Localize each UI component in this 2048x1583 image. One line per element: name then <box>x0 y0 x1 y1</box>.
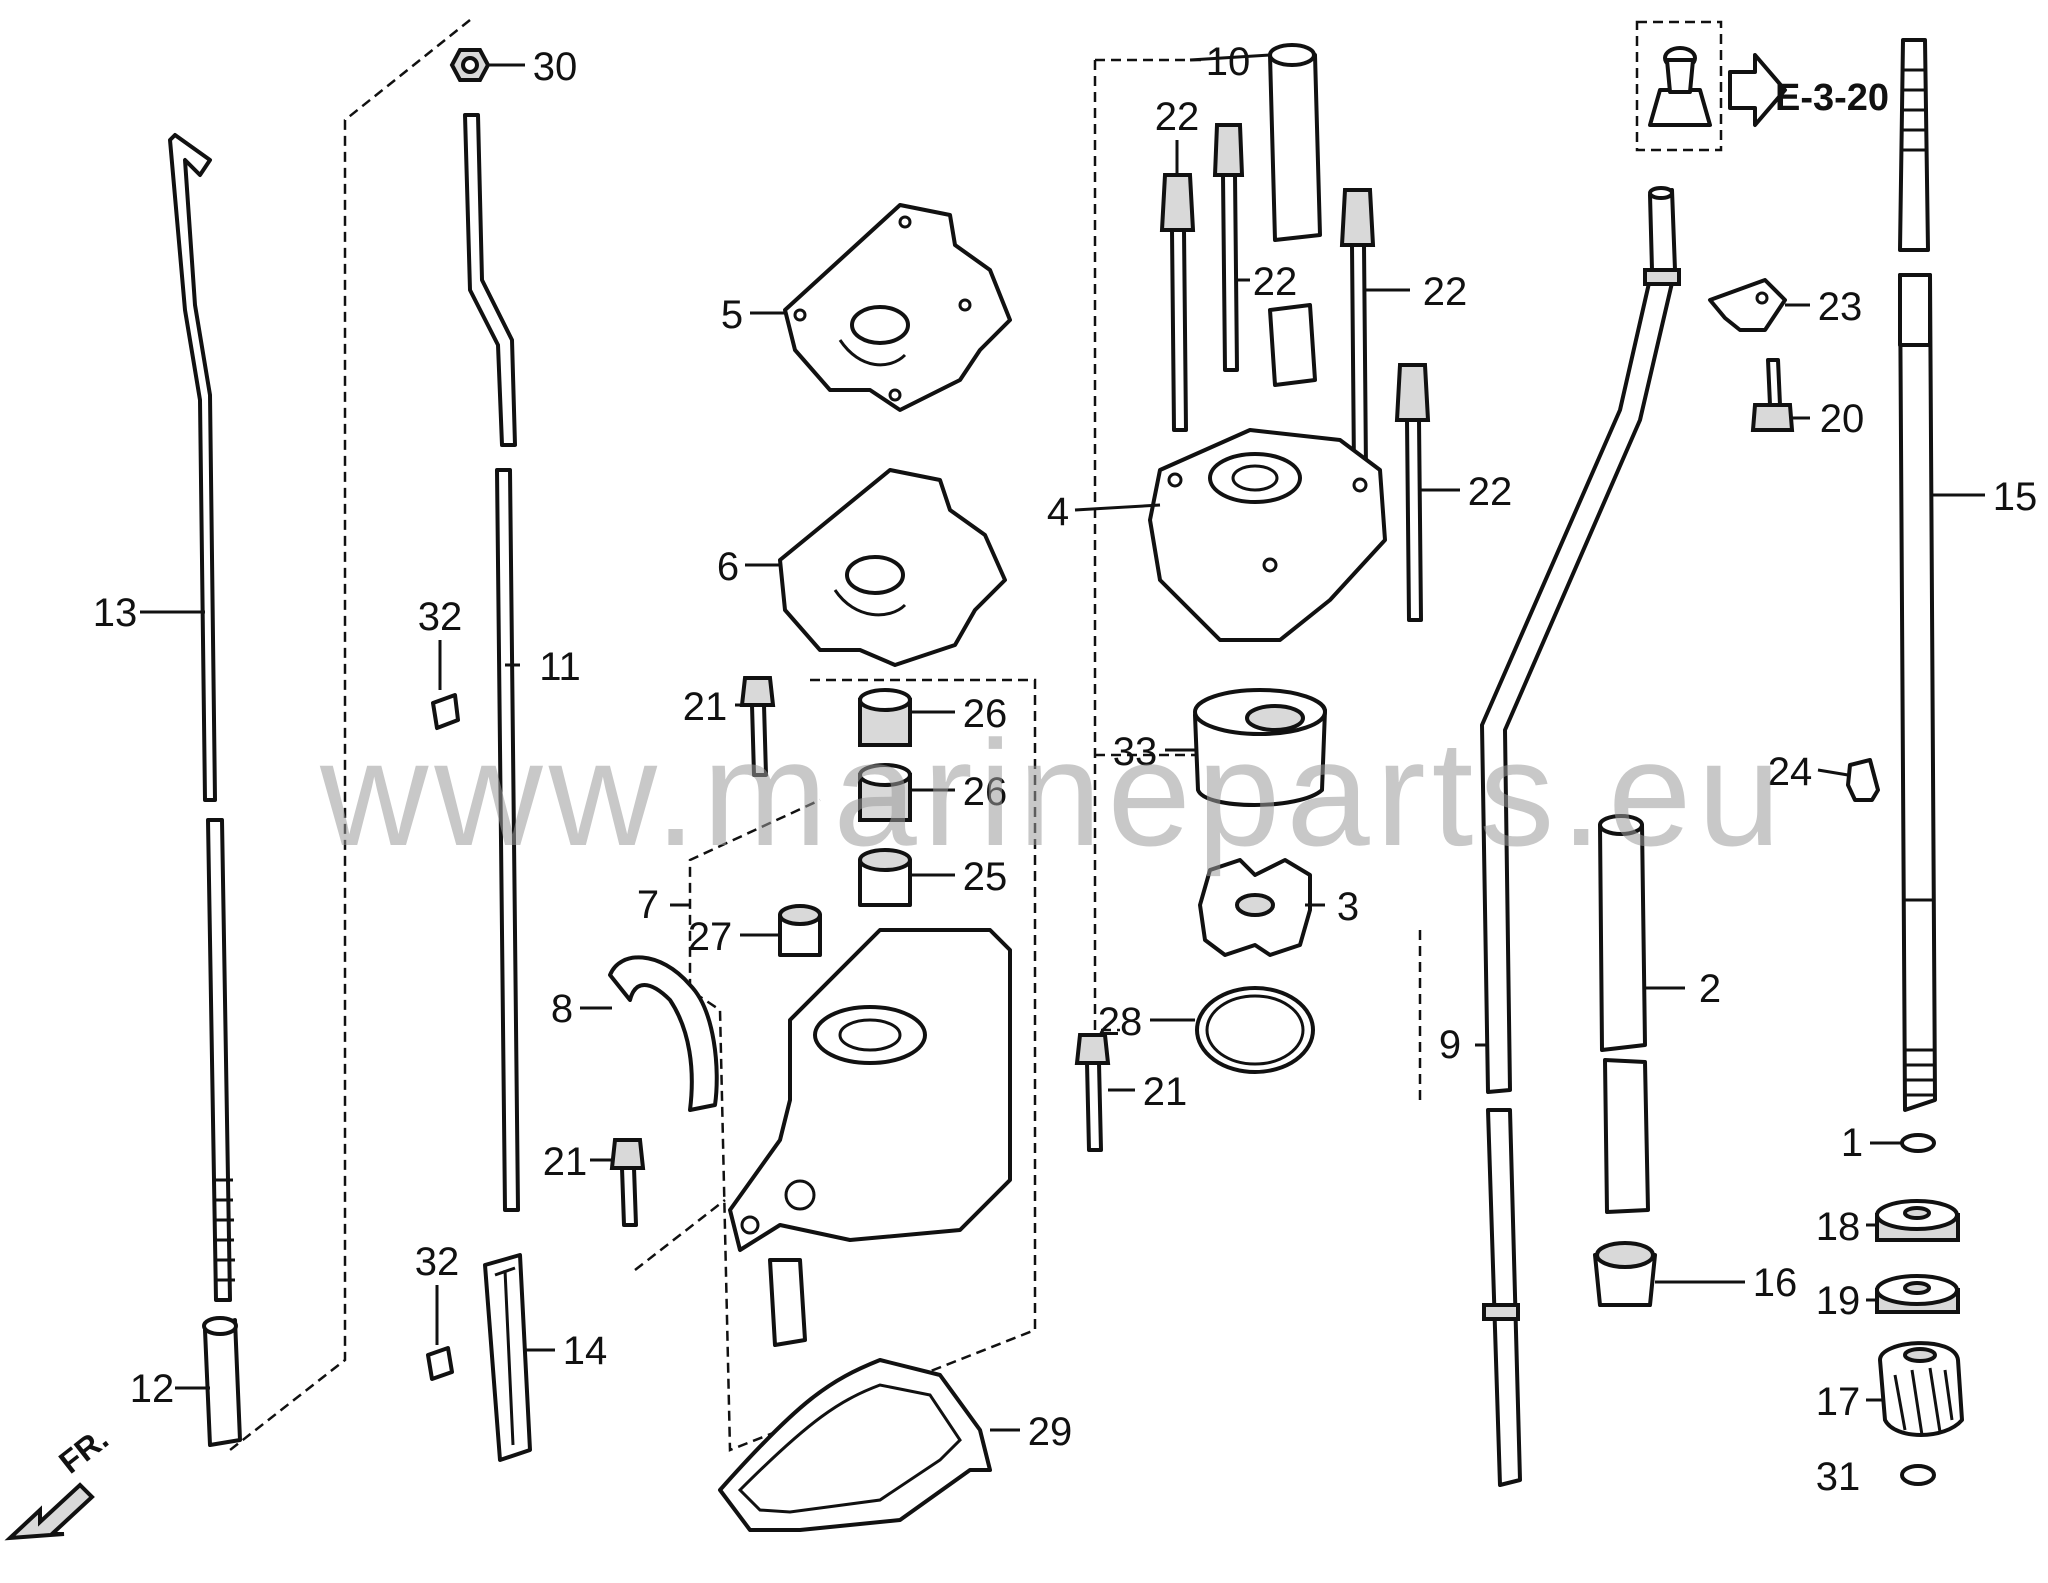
part-32-pin-lower <box>426 1346 454 1381</box>
part-10-tube <box>1268 43 1322 242</box>
callout-22c: 22 <box>1423 270 1468 314</box>
part-25-seal <box>858 848 912 907</box>
part-22-bolt-a <box>1159 173 1196 432</box>
callout-5: 5 <box>721 293 743 337</box>
part-8-bracket <box>608 955 719 1112</box>
callout-32b: 32 <box>415 1240 460 1284</box>
callout-18: 18 <box>1816 1205 1861 1249</box>
callout-10: 10 <box>1206 40 1251 84</box>
part-16-grommet <box>1593 1241 1657 1307</box>
part-33-impeller-housing <box>1193 688 1327 807</box>
callout-22a: 22 <box>1155 95 1200 139</box>
group-lines <box>229 19 1723 1452</box>
callout-9: 9 <box>1439 1023 1461 1067</box>
callout-30: 30 <box>533 45 578 89</box>
callout-8: 8 <box>551 987 573 1031</box>
callout-14: 14 <box>563 1329 608 1373</box>
callout-25: 25 <box>963 855 1008 899</box>
callout-7: 7 <box>637 883 659 927</box>
reference-label: E-3-20 <box>1775 77 1889 119</box>
callout-33: 33 <box>1113 730 1158 774</box>
callout-32a: 32 <box>418 595 463 639</box>
part-24-clip <box>1846 758 1880 802</box>
callout-1: 1 <box>1841 1121 1863 1165</box>
part-26-seal-a <box>858 688 912 747</box>
callout-23: 23 <box>1818 285 1863 329</box>
part-22-bolt-c <box>1339 188 1376 472</box>
part-26-seal-b <box>858 763 912 822</box>
ref-grommet <box>1648 46 1712 127</box>
part-6-liner-plate <box>778 468 1007 667</box>
callout-26b: 26 <box>963 770 1008 814</box>
part-23-plate <box>1708 278 1787 332</box>
watermark: www.marineparts.eu <box>319 709 1787 877</box>
part-22-bolt-d <box>1394 363 1431 622</box>
callout-labels: 1 2 3 4 5 6 7 8 9 10 11 12 13 14 15 16 1… <box>52 40 2037 1499</box>
callout-19: 19 <box>1816 1279 1861 1323</box>
part-21-bolt-top <box>739 676 776 777</box>
callout-6: 6 <box>717 545 739 589</box>
callout-31: 31 <box>1816 1455 1861 1499</box>
part-7-pump-body <box>728 928 1012 1347</box>
reference-arrow <box>1728 53 1787 127</box>
callout-2: 2 <box>1699 967 1721 1011</box>
part-1-circlip <box>1900 1133 1936 1153</box>
part-31-circlip <box>1900 1464 1936 1486</box>
part-18-washer <box>1875 1199 1960 1242</box>
callout-21a: 21 <box>683 685 728 729</box>
callout-20: 20 <box>1820 397 1865 441</box>
part-13-rod <box>168 133 235 1302</box>
callout-22d: 22 <box>1468 470 1513 514</box>
callout-24: 24 <box>1768 750 1813 794</box>
part-21-bolt-left <box>609 1138 646 1227</box>
front-direction-arrow <box>4 1482 95 1541</box>
front-direction-label: FR. <box>52 1420 115 1480</box>
part-4-pump-housing <box>1148 303 1387 642</box>
part-14-clip <box>483 1253 532 1462</box>
part-2-tube <box>1598 814 1650 1214</box>
part-29-gasket <box>718 1358 992 1532</box>
callout-15: 15 <box>1993 475 2038 519</box>
part-9-water-tube <box>1480 186 1681 1487</box>
part-30-nut <box>449 48 491 82</box>
part-19-washer <box>1875 1274 1960 1314</box>
part-11-rod <box>463 113 520 1212</box>
part-32-pin-upper <box>431 693 460 730</box>
part-5-gasket-plate <box>783 203 1012 412</box>
callout-17: 17 <box>1816 1380 1861 1424</box>
part-17-gear <box>1878 1341 1964 1437</box>
callout-13: 13 <box>93 591 138 635</box>
part-15-drive-shaft <box>1898 38 1937 1112</box>
part-28-o-ring <box>1195 986 1315 1074</box>
callout-4: 4 <box>1047 490 1069 534</box>
part-22-bolt-b <box>1212 123 1245 372</box>
callout-27: 27 <box>688 915 733 959</box>
callout-21b: 21 <box>1143 1070 1188 1114</box>
part-27-seal <box>778 904 822 957</box>
callout-22b: 22 <box>1253 260 1298 304</box>
callout-11: 11 <box>539 645 581 689</box>
callout-12: 12 <box>130 1367 175 1411</box>
callout-28: 28 <box>1098 1000 1143 1044</box>
callout-3: 3 <box>1337 885 1359 929</box>
callout-29: 29 <box>1028 1410 1073 1454</box>
part-12-sleeve <box>202 1316 242 1447</box>
part-3-impeller <box>1198 858 1312 957</box>
leader-lines <box>140 53 1985 1432</box>
callout-16: 16 <box>1753 1261 1798 1305</box>
part-20-bolt <box>1750 358 1795 432</box>
part-21-bolt-right <box>1074 1033 1111 1152</box>
callout-26a: 26 <box>963 692 1008 736</box>
callout-21c: 21 <box>543 1140 588 1184</box>
